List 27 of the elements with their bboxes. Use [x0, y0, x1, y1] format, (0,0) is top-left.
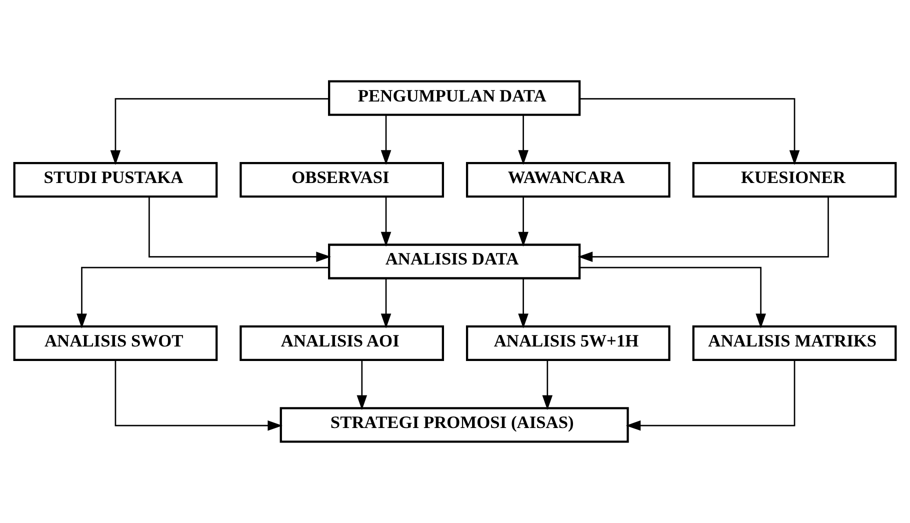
node-box: PENGUMPULAN DATA — [328, 80, 581, 116]
arrow — [76, 266, 329, 328]
node-box: ANALISIS AOI — [240, 325, 444, 362]
arrow — [518, 196, 528, 247]
node-box: ANALISIS 5W+1H — [466, 325, 670, 362]
node-box: STRATEGI PROMOSI (AISAS) — [280, 407, 629, 443]
arrow — [356, 360, 368, 410]
arrow — [380, 278, 392, 328]
arrow — [148, 196, 331, 262]
arrow — [380, 115, 392, 165]
arrow — [578, 196, 829, 262]
arrow — [580, 266, 766, 328]
arrow — [110, 98, 329, 166]
arrow — [518, 115, 528, 165]
node-box: KUESIONER — [692, 162, 897, 198]
node-box: ANALISIS DATA — [328, 244, 581, 280]
arrow — [580, 98, 800, 166]
arrow — [626, 360, 796, 431]
node-box: STUDI PUSTAKA — [13, 162, 218, 198]
arrow — [518, 278, 528, 328]
arrow — [542, 360, 553, 410]
arrow — [114, 360, 282, 431]
node-box: OBSERVASI — [240, 162, 444, 198]
node-box: WAWANCARA — [466, 162, 670, 198]
node-box: ANALISIS MATRIKS — [692, 325, 897, 362]
arrow — [380, 196, 392, 247]
node-box: ANALISIS SWOT — [13, 325, 218, 362]
